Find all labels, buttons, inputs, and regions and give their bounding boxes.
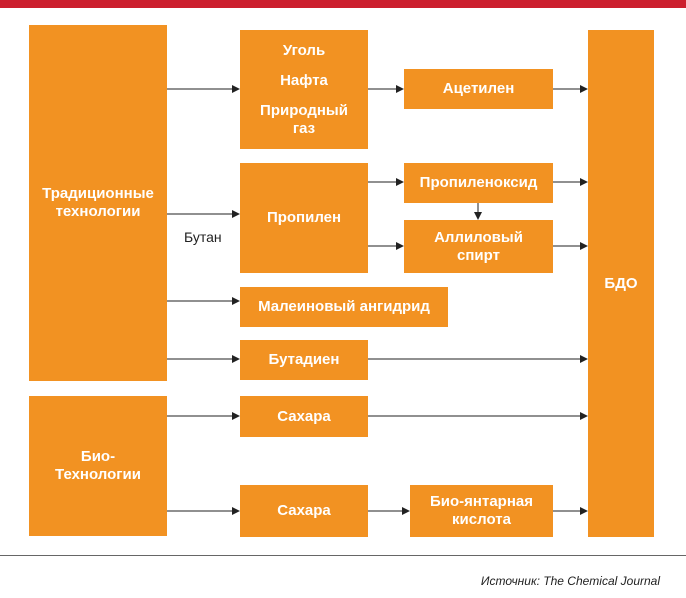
naphtha-label: Нафта (280, 71, 328, 89)
allyl-alcohol-label-line1: Аллиловый (434, 228, 523, 246)
butadiene-box: Бутадиен (240, 340, 368, 380)
coal-label: Уголь (282, 41, 326, 59)
sugar-bottom-label: Сахара (277, 502, 331, 519)
sugar-top-box: Сахара (240, 396, 368, 437)
propylene-oxide-label: Пропиленоксид (419, 174, 538, 191)
butadiene-label: Бутадиен (268, 351, 340, 368)
bio-label-line1: Био- (80, 448, 116, 465)
sugar-top-label: Сахара (277, 407, 331, 425)
bio-technologies-box: Био- Технологии (29, 396, 167, 536)
bdo-box: БДО (588, 30, 654, 537)
propylene-oxide-box: Пропиленоксид (404, 163, 553, 203)
bio-succinic-label-line2: кислота (452, 511, 511, 528)
bio-label-line2: Технологии (55, 466, 141, 483)
sugar-bottom-box: Сахара (240, 485, 368, 537)
acetylene-label: Ацетилен (442, 80, 515, 97)
bio-succinic-label-line1: Био-янтарная (430, 493, 533, 510)
allyl-alcohol-label-line2: спирт (457, 246, 500, 264)
top-accent-bar (0, 0, 686, 8)
traditional-label-line1: Традиционные (42, 185, 154, 202)
traditional-label-line2: технологии (55, 203, 141, 220)
butane-label: Бутан (184, 229, 222, 245)
traditional-technologies-box: Традиционные технологии (29, 25, 167, 381)
raw-materials-box: Уголь Нафта Природный газ (240, 30, 368, 149)
bdo-label: БДО (604, 274, 638, 292)
source-caption: Источник: The Chemical Journal (480, 574, 660, 588)
natural-gas-label-line1: Природный (260, 101, 348, 119)
allyl-alcohol-box: Аллиловый спирт (404, 220, 553, 273)
propylene-box: Пропилен (240, 163, 368, 273)
bottom-rule (0, 555, 686, 556)
natural-gas-label-line2: газ (292, 119, 316, 137)
maleic-anhydride-box: Малеиновый ангидрид (240, 287, 448, 327)
acetylene-box: Ацетилен (404, 69, 553, 109)
maleic-anhydride-label: Малеиновый ангидрид (258, 298, 430, 315)
bio-succinic-acid-box: Био-янтарная кислота (410, 485, 553, 537)
propylene-label: Пропилен (266, 209, 342, 226)
